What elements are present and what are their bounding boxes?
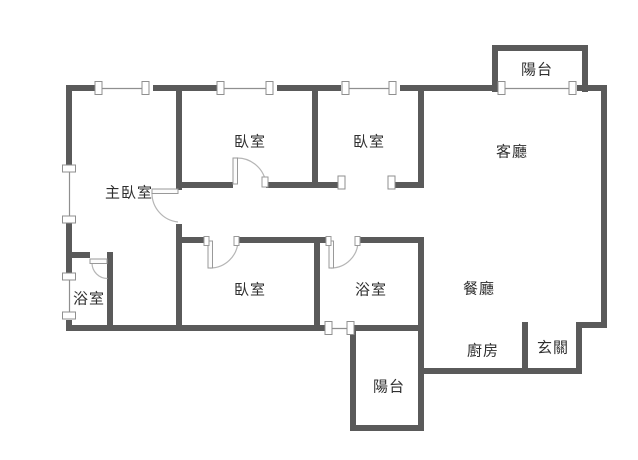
wall (418, 368, 582, 374)
window-post (216, 81, 225, 95)
wall (66, 85, 72, 165)
wall (176, 85, 182, 190)
doorway-post (337, 175, 346, 190)
balcony-bottom-wall (350, 425, 424, 431)
window-post (388, 81, 397, 95)
wall (601, 85, 607, 328)
wall (395, 182, 424, 188)
window-post (497, 81, 506, 95)
door-jamb (203, 236, 210, 246)
wall (66, 325, 325, 331)
window-post (568, 81, 577, 95)
window-post (324, 321, 333, 335)
wall (577, 85, 607, 91)
door-jamb (261, 176, 269, 188)
wall (576, 322, 582, 374)
wall (153, 85, 217, 91)
wall (266, 182, 341, 188)
room-label-balcony-bottom: 陽台 (372, 378, 406, 396)
wall (277, 85, 341, 91)
kitchen-entry-divider (522, 322, 528, 368)
doors-group (89, 157, 361, 280)
window-posts-group (62, 81, 577, 335)
wall (360, 237, 424, 243)
windows-group (68, 87, 573, 330)
doorway-post (387, 175, 396, 190)
wall (352, 325, 424, 331)
wall (312, 85, 318, 188)
wall (576, 322, 607, 328)
door-leaf-bedroom-top-left (232, 157, 238, 185)
balcony-top-wall (582, 45, 588, 92)
window-post (94, 81, 103, 95)
window-post (141, 81, 150, 95)
wall (107, 252, 113, 331)
room-label-master-bedroom: 主臥室 (104, 184, 154, 202)
window-post (346, 321, 355, 335)
window-post (62, 311, 76, 320)
window-post (341, 81, 350, 95)
door-leaf-master-bedroom (151, 188, 179, 194)
room-label-kitchen: 廚房 (466, 342, 500, 360)
wall (418, 237, 424, 431)
door-leaf-bathroom-left (89, 258, 108, 264)
door-arc-master-bedroom (151, 192, 179, 223)
wall (314, 237, 320, 331)
door-jamb (325, 236, 332, 246)
wall (66, 222, 72, 273)
door-jamb (354, 236, 361, 246)
room-label-bedroom-top-right: 臥室 (352, 133, 386, 151)
wall (238, 237, 330, 243)
door-arc-bathroom-left (91, 262, 108, 280)
wall (176, 182, 233, 188)
balcony-bottom-wall (350, 325, 356, 431)
door-jamb (233, 236, 240, 246)
room-label-entry: 玄關 (536, 339, 570, 357)
balcony-top-wall (492, 45, 588, 51)
door-arc-bathroom-right (330, 240, 359, 269)
balcony-top-wall (492, 45, 498, 92)
door-leaf-bedroom-bottom (207, 240, 213, 269)
window-post (62, 272, 76, 281)
window-post (62, 215, 76, 224)
walls-group (66, 45, 607, 431)
wall (400, 85, 498, 91)
wall (66, 252, 90, 258)
room-label-living-room: 客廳 (495, 143, 529, 161)
wall (176, 237, 209, 243)
wall (418, 85, 424, 188)
room-label-dining-room: 餐廳 (462, 280, 496, 298)
room-label-balcony-top: 陽台 (520, 61, 554, 79)
room-label-bedroom-top-left: 臥室 (233, 133, 267, 151)
room-label-bathroom-left: 浴室 (72, 290, 106, 308)
wall (66, 85, 96, 91)
wall (176, 224, 182, 331)
window-post (62, 164, 76, 173)
room-label-bedroom-bottom: 臥室 (233, 281, 267, 299)
room-label-bathroom-right: 浴室 (354, 281, 388, 299)
window-post (265, 81, 274, 95)
